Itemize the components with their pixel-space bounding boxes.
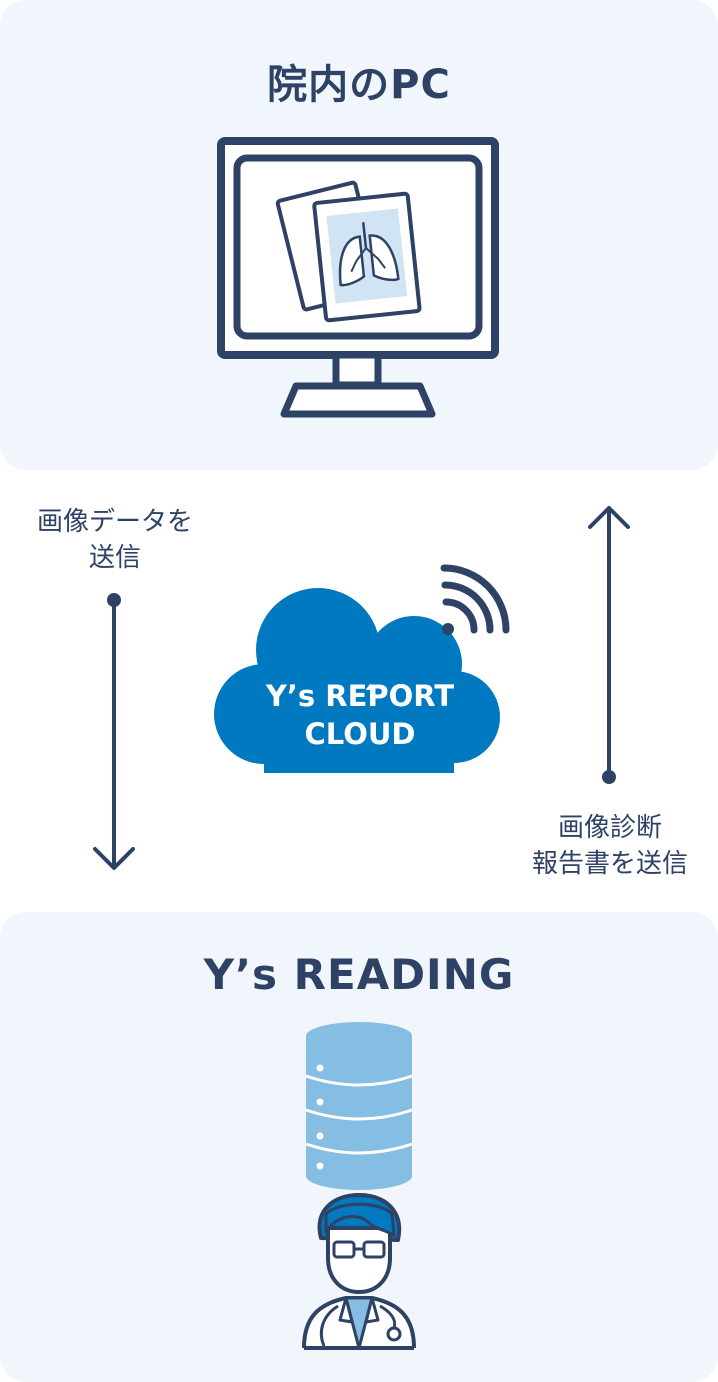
send-image-data-line2: 送信 bbox=[88, 543, 141, 573]
send-image-data-label: 画像データを 送信 bbox=[10, 504, 220, 576]
send-down-arrow bbox=[93, 593, 135, 870]
send-report-label: 画像診断 報告書を送信 bbox=[505, 810, 715, 882]
cloud-label: Y’s REPORT CLOUD bbox=[215, 677, 505, 753]
send-image-data-line1: 画像データを bbox=[36, 507, 193, 537]
wifi-icon bbox=[440, 564, 510, 635]
send-report-line2: 報告書を送信 bbox=[531, 849, 688, 879]
doctor-icon bbox=[302, 1193, 416, 1350]
cloud-label-line1: Y’s REPORT bbox=[265, 679, 455, 713]
cloud-icon bbox=[214, 588, 500, 773]
hospital-pc-title: 院内のPC bbox=[267, 62, 451, 108]
ys-reading-title: Y’s READING bbox=[203, 950, 515, 999]
lung-xray-icon bbox=[275, 180, 422, 323]
cloud-label-line2: CLOUD bbox=[304, 717, 416, 751]
send-up-arrow bbox=[588, 506, 630, 784]
database-icon bbox=[305, 1022, 413, 1190]
send-report-line1: 画像診断 bbox=[557, 813, 662, 843]
